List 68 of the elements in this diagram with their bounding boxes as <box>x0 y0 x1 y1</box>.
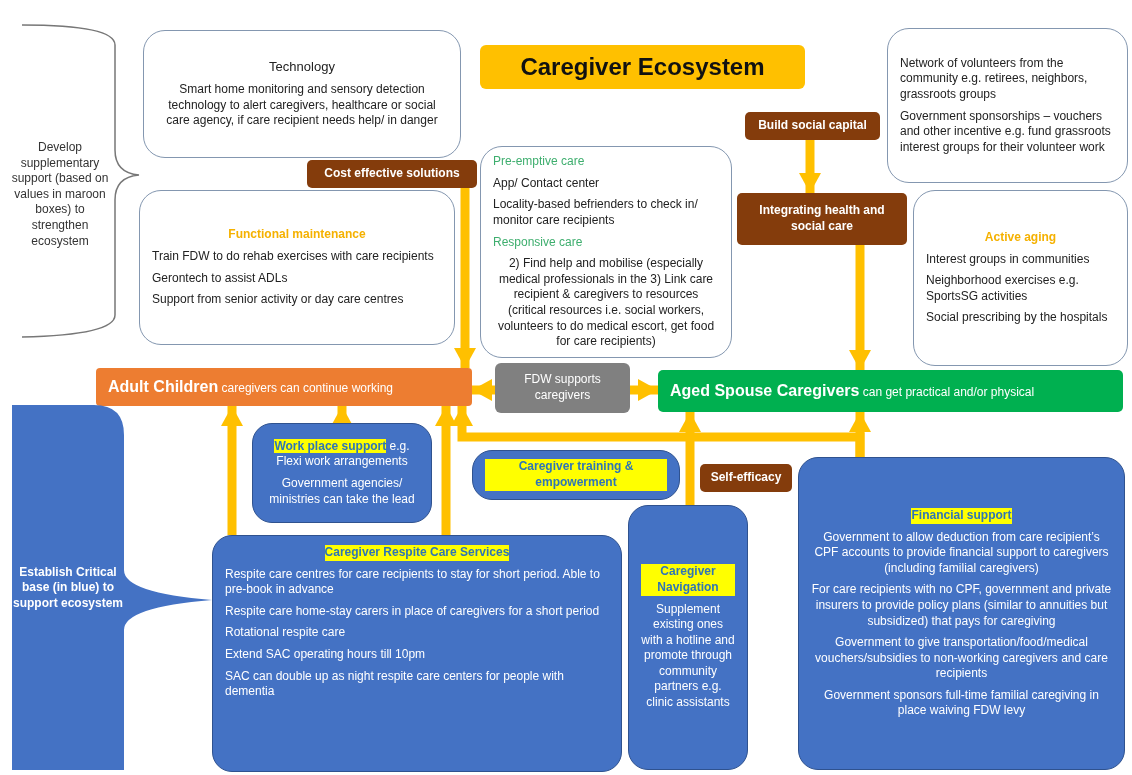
support-box <box>628 505 748 770</box>
arrow <box>435 406 457 535</box>
body-text: Network of volunteers from the community e.g. retirees, neighbors, grassroots groups <box>900 55 1089 103</box>
rounded-box <box>480 146 732 358</box>
arrow <box>630 379 658 401</box>
heading: Caregiver Respite Care Services <box>324 545 510 561</box>
body-text: SAC can double up as night respite care centers for people with dementia <box>225 668 565 700</box>
body-text: Government agencies/ ministries can take the lead <box>268 476 416 508</box>
value-box <box>745 112 880 140</box>
value-box <box>700 464 792 492</box>
arrow <box>221 406 243 535</box>
body-text: Interest groups in communities <box>926 251 1091 268</box>
value-box <box>307 160 477 188</box>
body-text: FDW supports caregivers <box>523 372 602 404</box>
support-box <box>252 423 432 523</box>
body-text: Government sponsorships – vouchers and other incentive e.g. fund grassroots interest groups for their volunteer work <box>900 108 1112 156</box>
body-text: Integrating health and social care <box>758 203 886 235</box>
heading: Caregiver Navigation <box>641 564 735 596</box>
rounded-box <box>143 30 461 158</box>
body-text: Government to allow deduction from care recipient’s CPF accounts to provide financial support to caregivers (including familial caregivers) <box>813 529 1110 577</box>
rounded-box <box>913 190 1128 366</box>
side-note: Develop supplementary support (based on values in maroon boxes) to strengthen ecosystem <box>10 140 110 250</box>
body-text: Rotational respite care <box>225 625 347 641</box>
body-text: Respite care centres for care recipients to stay for short period. Able to pre-book in advance <box>225 566 601 598</box>
arrow <box>849 245 871 370</box>
heading: Caregiver training & empowerment <box>485 459 667 491</box>
heading: Technology <box>268 59 336 77</box>
arrow <box>451 406 865 457</box>
rounded-box <box>887 28 1128 183</box>
title: Caregiver Ecosystem <box>480 45 805 89</box>
body-text: Neighborhood exercises e.g. SportsSG activities <box>926 273 1080 305</box>
body-text: App/ Contact center <box>493 175 601 192</box>
heading: Responsive care <box>493 234 584 251</box>
bar-text: Adult Children caregivers can continue working <box>108 376 394 397</box>
support-box <box>472 450 680 500</box>
body-text: Extend SAC operating hours till 10pm <box>225 646 427 663</box>
body-text: Train FDW to do rehab exercises with care recipients <box>152 248 435 265</box>
body-text: Cost effective solutions <box>323 166 461 182</box>
heading: Pre-emptive care <box>493 154 586 170</box>
body-text: Social prescribing by the hospitals <box>926 310 1109 326</box>
body-text: 2) Find help and mobilise (especially medical professionals in the 3) Link care recipient & caregivers to resources (critical resources i.e. social workers, volunteers to do medical escort, get food for care recipients) <box>496 256 716 350</box>
caregiver-bar <box>658 370 1123 412</box>
support-box <box>212 535 622 772</box>
rounded-box <box>139 190 455 345</box>
support-box <box>495 363 630 413</box>
support-box <box>798 457 1125 770</box>
body-text: Respite care home-stay carers in place of caregivers for a short period <box>225 603 601 620</box>
body-text: For care recipients with no CPF, government and private insurers to provide policy plans (similar to annuities but subsidized) that pays for caregiving <box>811 582 1112 630</box>
body-text: Gerontech to assist ADLs <box>152 270 289 287</box>
arrow <box>799 140 821 193</box>
caregiver-bar <box>96 368 472 406</box>
body-text: Government to give transportation/food/medical vouchers/subsidies to non-working caregivers and care recipients <box>814 635 1109 682</box>
arrow <box>472 379 495 401</box>
body-text: Support from senior activity or day care centres <box>152 292 405 308</box>
heading: Functional maintenance <box>227 227 367 243</box>
bar-text: Aged Spouse Caregivers can get practical and/or physical <box>670 380 1036 401</box>
body-text: Locality-based befrienders to check in/ monitor care recipients <box>493 197 699 229</box>
arrow <box>679 412 701 505</box>
body-text: Smart home monitoring and sensory detection technology to alert caregivers, healthcare or social care agency, if care recipient needs help/ in danger <box>165 82 439 129</box>
body-text: Supplement existing ones with a hotline and promote through community partners e.g. clinic assistants <box>641 601 735 711</box>
body-text: Establish Critical base (in blue) to support ecosystem <box>12 564 124 611</box>
body-text: Self-efficacy <box>709 470 783 486</box>
heading: Financial support <box>911 507 1012 524</box>
body-text: Work place support e.g. Flexi work arrangements <box>273 438 411 470</box>
heading: Active aging <box>983 230 1058 246</box>
value-box <box>737 193 907 245</box>
body-text: Build social capital <box>757 118 868 134</box>
body-text: Government sponsors full-time familial caregiving in place waiving FDW levy <box>823 687 1100 720</box>
